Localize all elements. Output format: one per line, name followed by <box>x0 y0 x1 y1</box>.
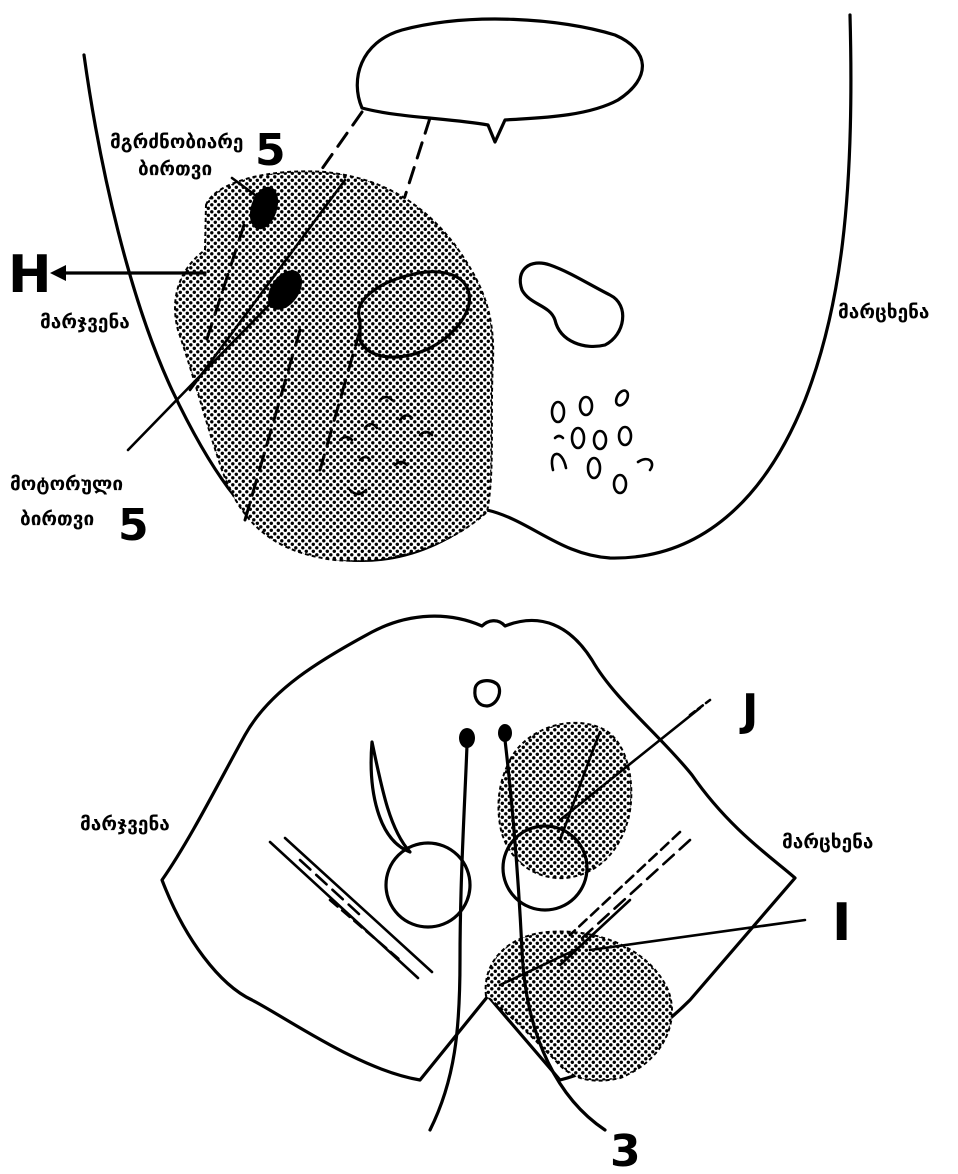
lesion-marker-j: J <box>739 685 758 736</box>
lower-left-side-label: მარცხენა <box>782 831 873 853</box>
lesion-marker-h: H <box>8 245 52 305</box>
lesion-region-j <box>498 723 631 878</box>
lateral-cavity <box>520 263 622 346</box>
oculomotor-fibre-left <box>430 745 467 1130</box>
peduncle-hatching-right <box>270 838 432 978</box>
scattered-fibre-ovals <box>552 389 652 493</box>
lesion-h-arrowhead <box>50 265 66 281</box>
midbrain-outline <box>162 616 795 1080</box>
motor-nucleus-label-line1: მოტორული <box>10 473 123 495</box>
sensory-nucleus-number: 5 <box>255 125 286 176</box>
lower-midbrain-section: მარჯვენა მარცხენა J I 3 <box>80 616 873 1174</box>
cerebral-aqueduct <box>475 681 500 706</box>
upper-right-side-label: მარჯვენა <box>40 311 130 333</box>
motor-nucleus-label-line2: ბირთვი <box>20 508 94 530</box>
red-nucleus-right <box>386 843 470 927</box>
sensory-nucleus-label-line2: ბირთვი <box>138 158 212 180</box>
oculomotor-nerve-number: 3 <box>610 1126 641 1174</box>
upper-left-side-label: მარცხენა <box>838 301 929 323</box>
lesion-j-pointer-dash <box>690 700 710 715</box>
lesion-marker-i: I <box>832 893 851 953</box>
lesion-i-pointer <box>590 920 805 950</box>
fourth-ventricle <box>357 19 642 142</box>
motor-nucleus-number: 5 <box>118 500 149 551</box>
lesion-region-i <box>486 932 672 1081</box>
sensory-nucleus-label-line1: მგრძნობიარე <box>110 131 243 153</box>
upper-pons-section: მგრძნობიარე 5 ბირთვი H მარჯვენა მარცხენა… <box>8 15 929 561</box>
lower-right-side-label: მარჯვენა <box>80 813 170 835</box>
lesion-region-pontine <box>175 171 493 560</box>
substantia-crescent <box>371 742 410 852</box>
